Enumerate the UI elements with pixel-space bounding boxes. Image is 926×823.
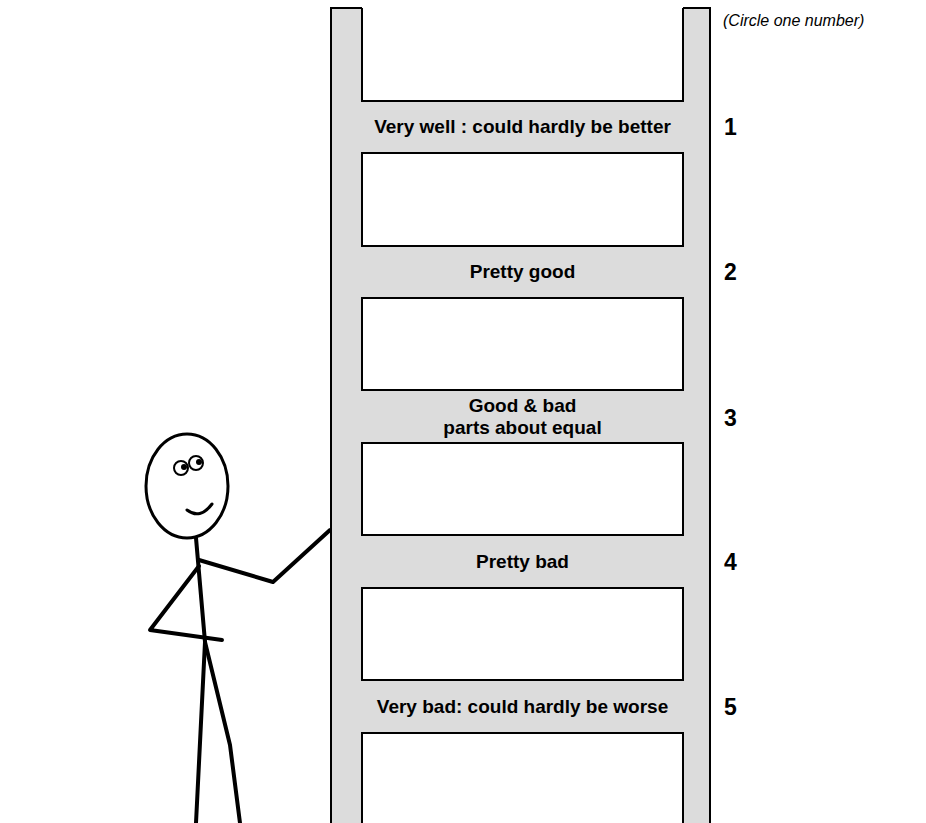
stick-figure (146, 434, 330, 823)
ladder-gap (362, 298, 683, 390)
rung-band: Good & bad parts about equal (362, 390, 683, 443)
figure-eye (189, 456, 203, 470)
figure-leg (196, 642, 205, 823)
figure-pupil (181, 464, 187, 470)
figure-eye (174, 461, 188, 475)
ladder-gap (362, 733, 683, 823)
rung-label: Pretty good (470, 261, 576, 283)
rung-band: Pretty bad (362, 535, 683, 588)
ladder-top-gap (362, 8, 683, 101)
rung-label: Good & bad parts about equal (418, 395, 628, 439)
ladder-right-rail (683, 8, 710, 823)
rung-label: Very bad: could hardly be worse (377, 696, 668, 718)
ladder-gap (362, 443, 683, 535)
rung-band: Pretty good (362, 246, 683, 298)
figure-pupil (196, 459, 202, 465)
ladder-left-rail (331, 8, 362, 823)
rung-band: Very bad: could hardly be worse (362, 680, 683, 733)
figure-leg (205, 642, 240, 823)
ladder-gap (362, 153, 683, 246)
figure-arm (199, 530, 330, 582)
ladder-gap (362, 588, 683, 680)
ladder-top-clear (362, 0, 683, 8)
rung-label: Very well : could hardly be better (374, 116, 671, 138)
scale-number: 1 (724, 114, 737, 141)
figure-smile (187, 504, 212, 514)
rung-label: Pretty bad (476, 551, 569, 573)
rung-band: Very well : could hardly be better (362, 101, 683, 153)
scale-number: 2 (724, 259, 737, 286)
scale-number: 5 (724, 694, 737, 721)
ladder-fill (331, 8, 710, 823)
figure-body (196, 538, 205, 642)
instruction-note: (Circle one number) (723, 12, 864, 30)
figure-arm (150, 566, 222, 640)
scale-number: 3 (724, 405, 737, 432)
scale-number: 4 (724, 549, 737, 576)
figure-head (146, 434, 228, 538)
